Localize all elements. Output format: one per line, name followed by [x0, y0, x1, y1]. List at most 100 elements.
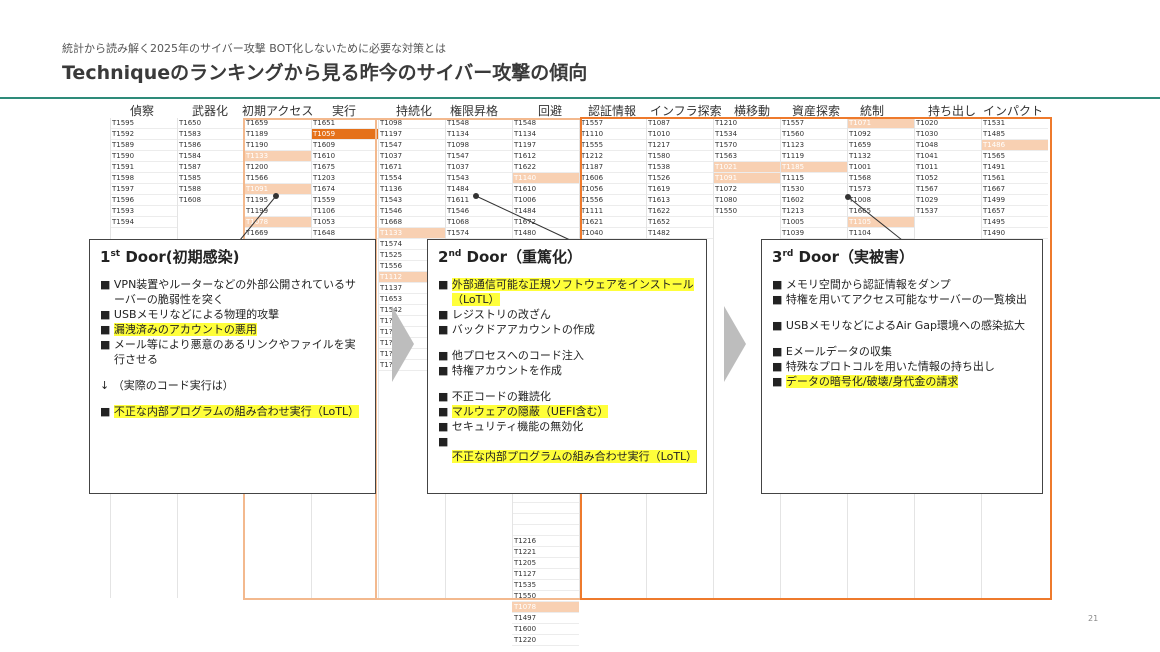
bullet-text: 他プロセスへのコード注入 — [451, 349, 584, 362]
technique-cell: T1619 — [646, 184, 713, 195]
technique-cell: T1583 — [177, 129, 244, 140]
door-bullet-item: ■ USBメモリなどによる物理的攻撃 — [100, 307, 365, 322]
technique-cell: T1671 — [378, 162, 445, 173]
bullet-text: 特権アカウントを作成 — [451, 364, 562, 377]
door-heading: 1st Door(初期感染) — [100, 246, 365, 267]
tactic-header-7: 認証情報 — [588, 104, 637, 118]
technique-cell — [512, 525, 579, 536]
technique-cell: T1667 — [981, 184, 1048, 195]
item-spacer — [438, 337, 696, 348]
door-ordinal-suffix: nd — [448, 249, 462, 259]
technique-cell: T1612 — [512, 151, 579, 162]
bullet-text: 漏洩済みのアカウントの悪用 — [113, 323, 257, 336]
technique-cell: T1185 — [780, 162, 847, 173]
door-bullet-item: ■ セキュリティ機能の無効化 — [438, 419, 696, 434]
technique-cell — [512, 514, 579, 525]
bullet-text: 不正な内部プログラムの組み合わせ実行（LoTL） — [113, 405, 360, 418]
door-number: 3 — [772, 248, 783, 266]
flow-arrow-2 — [724, 306, 746, 382]
technique-cell: T1189 — [244, 129, 311, 140]
technique-cell: T1137 — [378, 283, 445, 294]
door-ordinal-suffix: st — [110, 249, 121, 259]
technique-cell: T1071 — [847, 118, 914, 129]
door-bullet-item: ■ 特権アカウントを作成 — [438, 363, 696, 378]
technique-cell: T1056 — [579, 184, 646, 195]
technique-cell: T1593 — [110, 206, 177, 217]
square-bullet-icon: ■ — [100, 323, 111, 336]
technique-cell: T1594 — [110, 217, 177, 228]
technique-cell: T1559 — [311, 195, 378, 206]
technique-cell: T1555 — [579, 140, 646, 151]
technique-cell: T1668 — [378, 217, 445, 228]
technique-cell: T1567 — [914, 184, 981, 195]
square-bullet-icon: ■ — [100, 405, 111, 418]
technique-cell: T1008 — [847, 195, 914, 206]
technique-cell: T1621 — [579, 217, 646, 228]
technique-cell: T1078 — [512, 602, 579, 613]
technique-cell: T1210 — [713, 118, 780, 129]
technique-cell: T1486 — [981, 140, 1048, 151]
page-subtitle: 統計から読み解く2025年のサイバー攻撃 BOT化しないために必要な対策とは — [62, 42, 446, 55]
technique-cell: T1557 — [579, 118, 646, 129]
technique-cell: T1548 — [445, 118, 512, 129]
technique-cell: T1592 — [110, 129, 177, 140]
tactic-header-5: 権限昇格 — [450, 104, 499, 118]
technique-cell: T1657 — [981, 206, 1048, 217]
door-bullet-item: ■ 他プロセスへのコード注入 — [438, 348, 696, 363]
technique-cell: T1570 — [713, 140, 780, 151]
technique-cell — [512, 492, 579, 503]
page-number: 21 — [1088, 614, 1099, 623]
technique-cell: T1652 — [646, 217, 713, 228]
door-bullet-item: ■ VPN装置やルーターなどの外部公開されているサーバーの脆弱性を突く — [100, 277, 365, 307]
technique-cell: T1659 — [847, 140, 914, 151]
technique-cell: T1597 — [110, 184, 177, 195]
tactic-header-3: 実行 — [332, 104, 357, 118]
square-bullet-icon: ■ — [438, 364, 449, 377]
door-bullet-item: ■ 特権を用いてアクセス可能なサーバーの一覧検出 — [772, 292, 1032, 307]
technique-cell: T1197 — [512, 140, 579, 151]
door-bullet-item: ■ 不正コードの難読化 — [438, 389, 696, 404]
technique-cell: T1608 — [177, 195, 244, 206]
door-1-initial-infection: 1st Door(初期感染) ■ VPN装置やルーターなどの外部公開されているサー… — [89, 239, 376, 494]
technique-cell: T1595 — [110, 118, 177, 129]
door-number: 2 — [438, 248, 449, 266]
technique-cell: T1530 — [780, 184, 847, 195]
bullet-text: USBメモリなどによるAir Gap環境への感染拡大 — [785, 319, 1026, 332]
technique-cell: T1484 — [512, 206, 579, 217]
technique-cell: T1040 — [579, 228, 646, 239]
technique-cell: T1221 — [512, 547, 579, 558]
bullet-text: 不正コードの難読化 — [451, 390, 551, 403]
technique-cell: T1563 — [713, 151, 780, 162]
technique-cell: T1543 — [378, 195, 445, 206]
technique-cell: T1106 — [311, 206, 378, 217]
technique-cell: T1021 — [713, 162, 780, 173]
technique-cell: T1525 — [378, 250, 445, 261]
door-heading: 3rd Door（実被害） — [772, 246, 1032, 267]
technique-cell: T1140 — [512, 173, 579, 184]
technique-cell: T1127 — [512, 569, 579, 580]
tactic-header-2: 初期アクセス — [242, 104, 314, 118]
item-spacer — [100, 393, 365, 404]
bullet-text: Eメールデータの収集 — [785, 345, 892, 358]
technique-cell: T1203 — [311, 173, 378, 184]
technique-cell: T1550 — [713, 206, 780, 217]
technique-cell: T1622 — [646, 206, 713, 217]
tactic-header-4: 持続化 — [396, 104, 433, 118]
technique-cell: T1580 — [646, 151, 713, 162]
door-bullet-item: ■ メール等により悪意のあるリンクやファイルを実行させる — [100, 337, 365, 367]
technique-cell: T1669 — [244, 228, 311, 239]
technique-cell: T1556 — [378, 261, 445, 272]
bullet-text: 不正な内部プログラムの組み合わせ実行（LoTL） — [452, 450, 698, 463]
tactic-header-6: 回避 — [538, 104, 563, 118]
technique-cell: T1547 — [445, 151, 512, 162]
technique-cell: T1531 — [981, 118, 1048, 129]
tactic-header-0: 偵察 — [130, 104, 155, 118]
technique-cell: T1613 — [646, 195, 713, 206]
technique-cell: T1087 — [646, 118, 713, 129]
